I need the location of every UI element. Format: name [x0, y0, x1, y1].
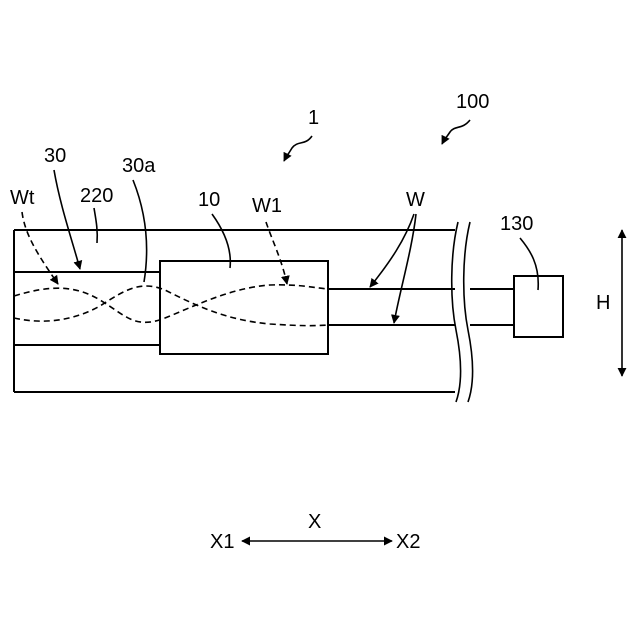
ref-10-label: 10 — [198, 189, 220, 211]
x-label: X — [308, 511, 321, 533]
ref-220-label: 220 — [80, 185, 113, 207]
ref-130-leader — [520, 238, 538, 290]
waveguide-30 — [14, 272, 160, 345]
ref-w-label: W — [406, 189, 425, 211]
h-label: H — [596, 292, 610, 314]
ref-w-leader-upper — [370, 214, 414, 287]
ref-1-label: 1 — [308, 107, 319, 129]
dashed-waves — [14, 285, 328, 326]
x1-label: X1 — [210, 531, 234, 553]
housing-220 — [14, 230, 455, 392]
ref-220-leader — [94, 208, 97, 243]
break-lines — [452, 222, 473, 402]
ref-100-label: 100 — [456, 91, 489, 113]
ref-130-label: 130 — [500, 213, 533, 235]
x2-label: X2 — [396, 531, 420, 553]
ref-w1-leader — [266, 222, 287, 284]
ref-w1-label: W1 — [252, 195, 282, 217]
ref-1-leader — [284, 136, 312, 161]
ref-10-leader — [212, 214, 230, 268]
ref-30a-label: 30a — [122, 155, 156, 177]
fiber-w — [328, 289, 514, 325]
ref-30-label: 30 — [44, 145, 66, 167]
ref-30-leader — [54, 170, 80, 269]
ref-wt-label: Wt — [10, 187, 35, 209]
ref-100-leader — [442, 120, 470, 144]
component-10 — [160, 261, 328, 354]
ref-wt-leader — [22, 212, 58, 284]
